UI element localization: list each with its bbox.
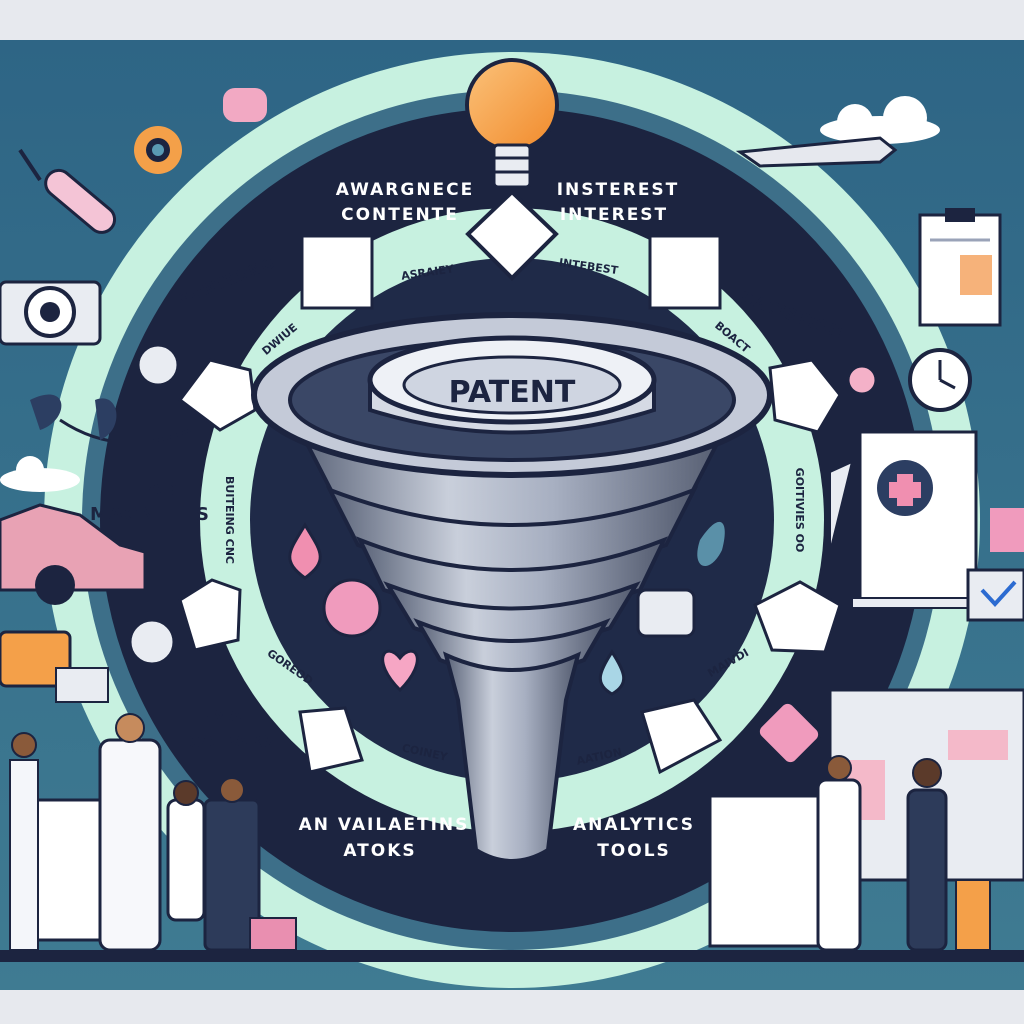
stage-marker-right-lower [753,580,842,654]
doctor-figure [9,759,39,951]
stage-marker-top-left [300,234,374,310]
chat-bubble-icon [0,630,109,703]
stage-markers [177,234,842,775]
stage-automation-subtitle: ATOKS [343,841,416,861]
toggle-icon [128,618,176,666]
pink-pill-icon [223,88,267,122]
syringe-icon [18,148,117,234]
leaf-branch-icon [30,394,191,445]
ring-label: BUITEING CNC [223,476,236,564]
pencil-cup-icon [955,879,991,951]
stage-analytics-subtitle: TOOLS [597,841,671,861]
clock-icon [908,348,972,412]
ring-label: GOITIVIES OO [793,468,806,553]
stage-awareness-subtitle: CONTENTE [341,205,459,225]
jet-icon [735,136,898,168]
gear-icon [134,126,182,174]
decor-left-cloud [0,456,80,492]
heart-icon [381,649,419,693]
stage-analytics-title: ANALYTICS [573,815,695,835]
stage-interest-subtitle: INTEREST [560,205,668,225]
badge-icon [322,578,382,638]
funnel [251,312,773,863]
briefcase-icon [249,917,297,951]
bottom-scene [0,688,1024,962]
envelope-icon [966,508,1024,622]
businesswoman-figure [906,788,948,952]
stage-email-title: EMAIL [198,707,262,727]
stage-marker-bottom-left [298,706,364,774]
car-icon [0,503,147,605]
stage-marker-top [465,189,559,281]
stage-marker-right-upper [768,358,842,434]
stage-lead-subtitle: MAGNETTS [90,504,210,525]
tablet-icon [636,588,696,638]
coin-icon [136,343,180,387]
whiteboard-left [28,798,112,942]
stage-awareness-title: AWARGNECE [336,180,475,200]
funnel-label: PATENT [449,375,576,410]
whiteboard-right [708,794,832,948]
camera-icon [0,280,102,346]
nurse-figure [166,798,206,922]
pink-diamond-icon [756,700,822,766]
stage-interest-title: INSTEREST [557,180,680,200]
stage-marker-left-lower [178,578,242,652]
doctor-figure [816,778,862,952]
doctor-figure [98,738,162,952]
monitor-medical-icon [851,430,983,609]
clipboard-icon [918,208,1002,327]
decor-top-right [735,96,940,168]
lightbulb-icon [465,58,559,189]
stage-automation-title: AN VAILAETINS [299,815,470,835]
pink-dot-icon [846,364,878,396]
leaf-icon [697,521,725,567]
stage-marker-bottom-right [640,698,723,775]
pen-icon [829,460,854,553]
stage-marker-top-right [648,234,722,310]
stage-email-subtitle: CAIPARS [188,732,276,752]
drop-icon-left [288,522,322,580]
stage-lead-title: LEAD [122,479,179,500]
drop-icon-right [598,649,626,696]
